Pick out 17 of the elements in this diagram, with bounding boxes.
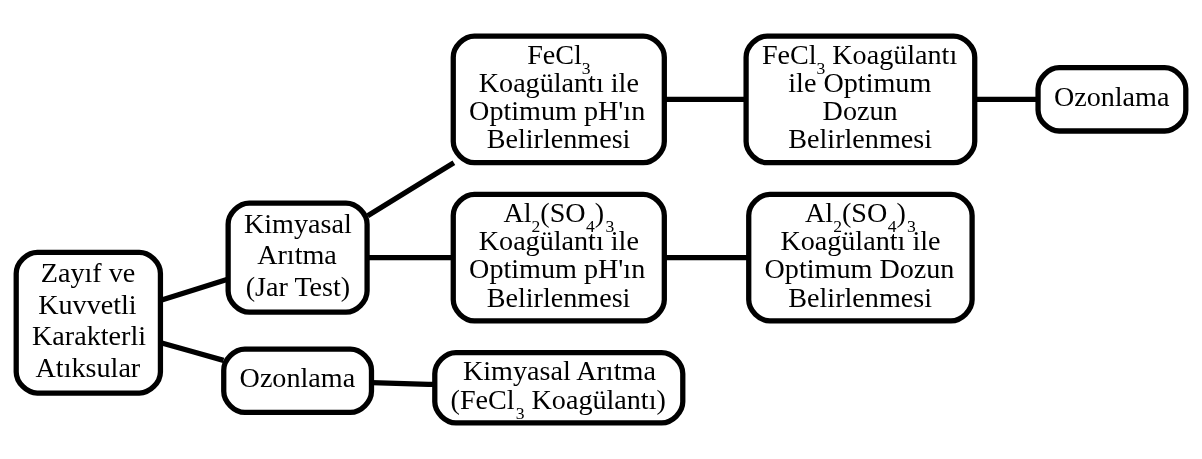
connector — [664, 255, 749, 261]
node-box: Kimyasal Arıtma (FeCl$_{3}$ Koagülantı) — [432, 349, 686, 426]
node-box: Ozonlama — [221, 346, 375, 416]
node-box: Al$_{2}$(SO$_{4}$)$_{3}$ Koagülantı ile Optimum Dozun Belirlenmesi — [746, 191, 975, 324]
node-box: Ozonlama — [1035, 65, 1189, 134]
node-box: FeCl$_{3}$ Koagülantı ile Optimum Dozun Belirlenmesi — [743, 33, 978, 166]
connector — [371, 380, 435, 388]
connector — [367, 255, 453, 261]
node-box: FeCl$_{3}$ Koagülantı ile Optimum pH'ın Belirlenmesi — [450, 33, 667, 166]
connector — [160, 276, 229, 303]
connector — [160, 340, 225, 363]
connector — [366, 160, 456, 218]
node-box: Al$_{2}$(SO$_{4}$)$_{3}$ Koagülantı ile Optimum pH'ın Belirlenmesi — [450, 191, 667, 324]
node-box: Kimyasal Arıtma (Jar Test) — [225, 200, 370, 315]
node-box: Zayıf ve Kuvvetli Karakterli Atıksular — [13, 249, 164, 396]
connector — [975, 96, 1038, 102]
connector — [664, 96, 746, 102]
